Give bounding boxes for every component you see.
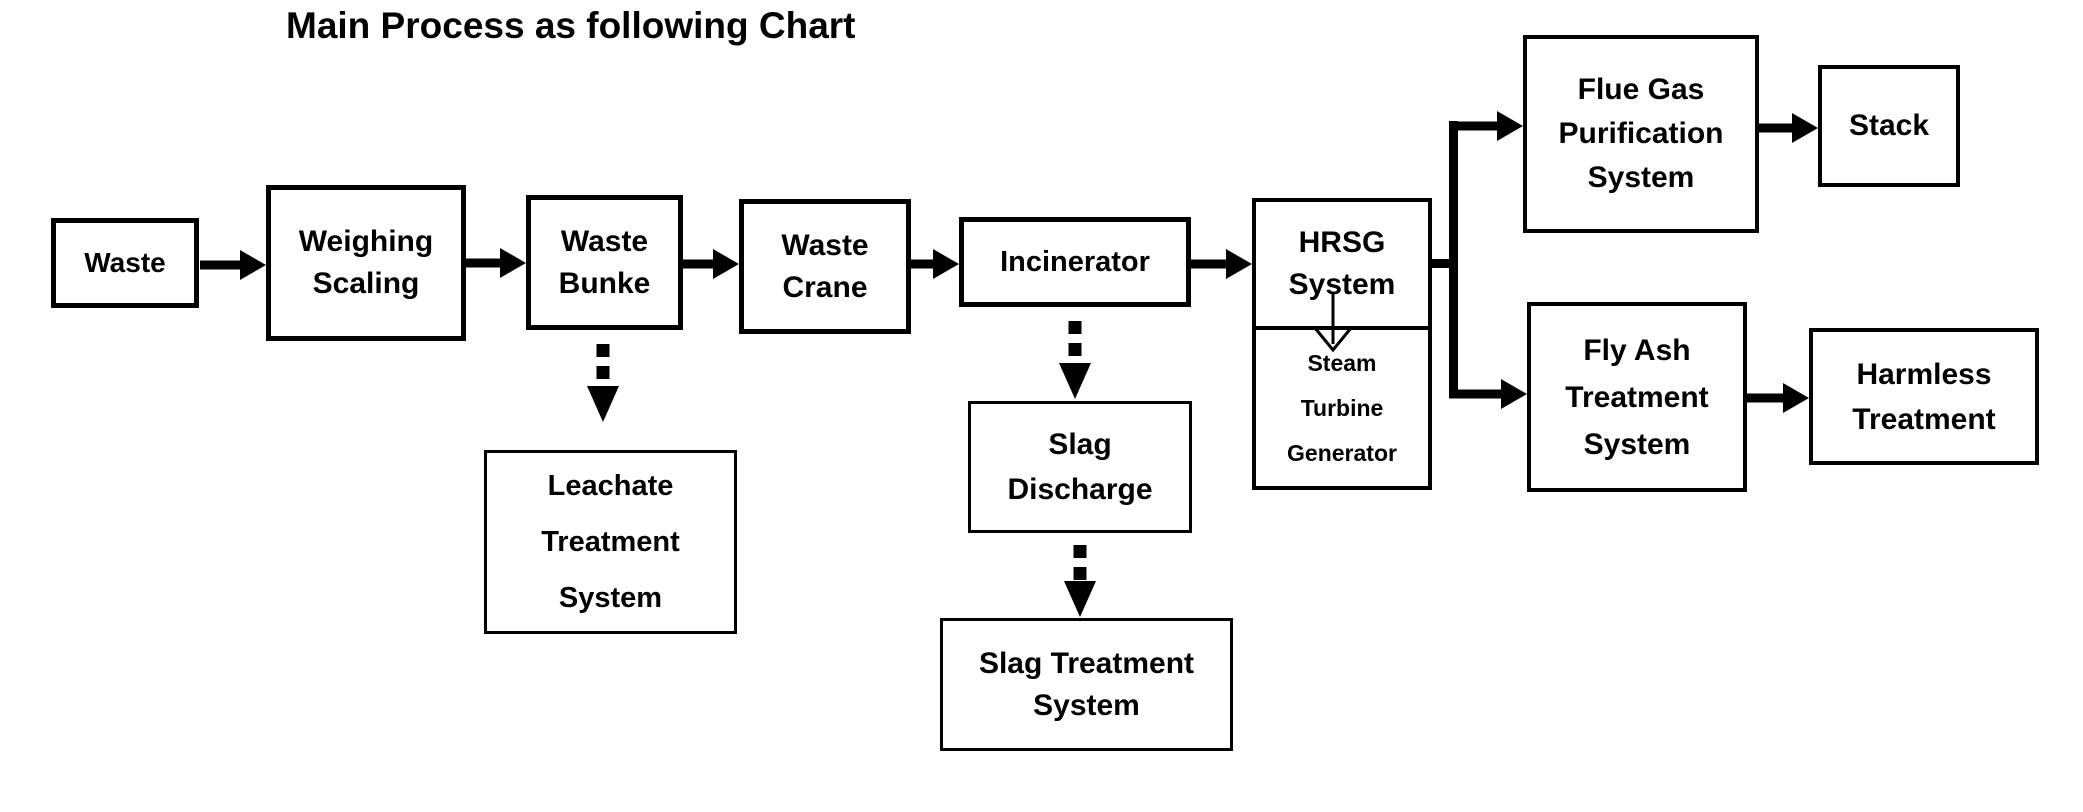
node-waste-label: Waste xyxy=(84,247,166,278)
hrsg-steam-divider xyxy=(1256,326,1428,330)
node-stack: Stack xyxy=(1818,65,1960,187)
node-waste-bunke-label: Waste Bunke xyxy=(558,224,651,300)
arrow-shaft xyxy=(1449,121,1499,131)
arrow-shaft xyxy=(466,258,502,268)
arrow-head xyxy=(1497,111,1523,141)
dashed-arrow-slag-discharge-to-slag-treatment xyxy=(1064,533,1096,618)
node-leachate-treatment-system: Leachate Treatment System xyxy=(484,450,737,634)
node-hrsg-system-label: HRSG System xyxy=(1288,226,1396,301)
arrow-shaft xyxy=(1747,393,1785,403)
arrow-head xyxy=(933,249,959,279)
node-flue-gas-purification-system: Flue Gas Purification System xyxy=(1523,35,1759,233)
arrow-shaft xyxy=(1449,389,1503,399)
arrow-head xyxy=(587,386,619,422)
node-incinerator: Incinerator xyxy=(959,217,1191,307)
arrow-head xyxy=(1783,383,1809,413)
dashed-arrow-waste-bunke-to-leachate xyxy=(587,330,619,450)
arrow-waste-bunke-to-waste-crane xyxy=(683,248,739,280)
dash-segment xyxy=(1068,343,1082,356)
arrow-head xyxy=(713,249,739,279)
arrow-incinerator-to-hrsg-system xyxy=(1191,248,1252,280)
arrow-head xyxy=(1501,379,1527,409)
node-steam-turbine-generator-label: Steam Turbine Generator xyxy=(1287,349,1397,466)
arrow-head xyxy=(1792,113,1818,143)
node-hrsg-system-group: HRSG System Steam Turbine Generator xyxy=(1252,198,1432,490)
node-waste-crane: Waste Crane xyxy=(739,199,911,334)
arrow-branch-to-flue-gas xyxy=(1449,110,1523,142)
node-incinerator-label: Incinerator xyxy=(1000,245,1150,278)
dash-segment xyxy=(1073,567,1087,580)
arrow-shaft xyxy=(1191,259,1228,269)
dash-segment xyxy=(1073,545,1087,558)
node-weighing-scaling: Weighing Scaling xyxy=(266,185,466,341)
node-fly-ash-treatment-system-label: Fly Ash Treatment System xyxy=(1565,333,1709,461)
node-slag-discharge-label: Slag Discharge xyxy=(1007,428,1153,506)
arrow-head xyxy=(1064,581,1096,617)
node-waste-bunke: Waste Bunke xyxy=(526,195,683,330)
dash-segment xyxy=(596,366,610,379)
dashed-arrow-incinerator-to-slag-discharge xyxy=(1059,307,1091,401)
branch-vertical-line xyxy=(1449,121,1458,398)
node-slag-treatment-system-label: Slag Treatment System xyxy=(978,646,1195,722)
dash-segment xyxy=(596,344,610,357)
node-slag-treatment-system: Slag Treatment System xyxy=(940,618,1233,751)
node-weighing-scaling-label: Weighing Scaling xyxy=(298,225,434,300)
arrow-head xyxy=(1059,363,1091,399)
arrow-flue-gas-to-stack xyxy=(1759,112,1818,144)
chart-title: Main Process as following Chart xyxy=(286,5,856,46)
arrow-head xyxy=(240,250,266,280)
arrow-weighing-scaling-to-waste-bunke xyxy=(466,247,526,279)
arrow-fly-ash-to-harmless-treatment xyxy=(1747,382,1809,414)
arrow-branch-to-fly-ash xyxy=(1449,378,1527,410)
arrow-waste-crane-to-incinerator xyxy=(911,248,959,280)
node-hrsg-system: HRSG System xyxy=(1256,202,1428,326)
node-fly-ash-treatment-system: Fly Ash Treatment System xyxy=(1527,302,1747,492)
node-harmless-treatment: Harmless Treatment xyxy=(1809,328,2039,465)
branch-stub-line xyxy=(1432,259,1458,268)
arrow-waste-to-weighing-scaling xyxy=(200,249,266,281)
node-harmless-treatment-label: Harmless Treatment xyxy=(1852,357,1996,436)
arrow-shaft xyxy=(200,260,242,270)
arrow-shaft xyxy=(1759,123,1794,133)
node-stack-label: Stack xyxy=(1848,109,1930,142)
node-slag-discharge: Slag Discharge xyxy=(968,401,1192,533)
node-waste: Waste xyxy=(51,218,199,308)
arrow-head xyxy=(1226,249,1252,279)
node-flue-gas-purification-system-label: Flue Gas Purification System xyxy=(1558,73,1724,194)
steam-flow-arrow-icon xyxy=(1313,294,1353,353)
node-leachate-treatment-system-label: Leachate Treatment System xyxy=(541,470,680,614)
dash-segment xyxy=(1068,321,1082,334)
arrow-shaft xyxy=(683,259,715,269)
node-waste-crane-label: Waste Crane xyxy=(781,228,869,304)
arrow-head xyxy=(500,248,526,278)
node-steam-turbine-generator: Steam Turbine Generator xyxy=(1256,330,1428,486)
arrow-shaft xyxy=(911,259,935,269)
